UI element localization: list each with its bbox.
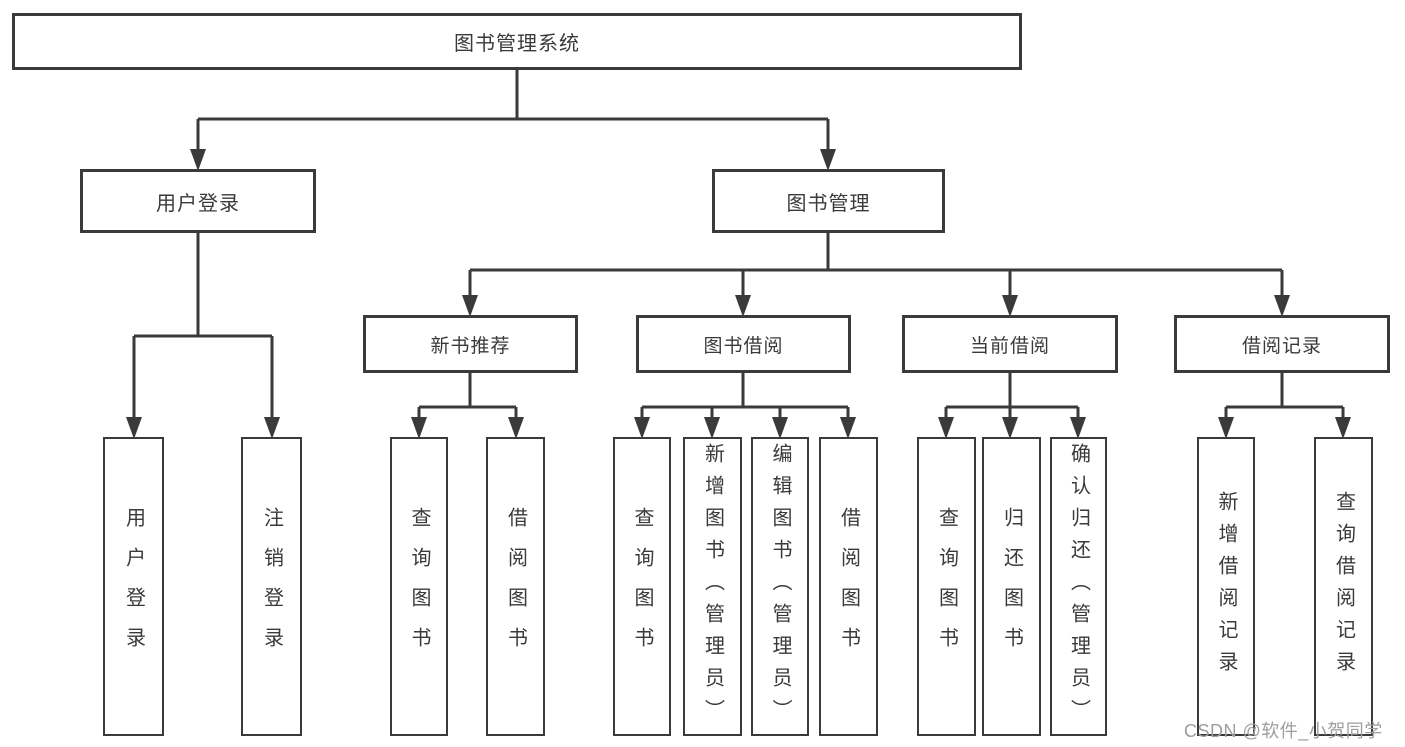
node-label: 图书借阅 (703, 335, 784, 357)
leaf-add-borrow-record: 新增借阅记录 (1197, 437, 1255, 736)
node-label: 借阅图书 (837, 506, 860, 667)
leaf-query-books-current: 查询图书 (917, 437, 976, 736)
leaf-edit-books-admin: 编辑图书（管理员） (751, 437, 809, 736)
watermark: CSDN @软件_小贺同学 (1184, 721, 1383, 741)
node-label: 确认归还（管理员） (1067, 442, 1090, 731)
node-book-borrow: 图书借阅 (636, 315, 851, 373)
leaf-confirm-return-admin: 确认归还（管理员） (1050, 437, 1107, 736)
node-current-borrow: 当前借阅 (902, 315, 1118, 373)
node-label: 编辑图书（管理员） (769, 442, 791, 731)
node-user-login: 用户登录 (80, 169, 316, 233)
leaf-borrow-books: 借阅图书 (819, 437, 878, 736)
node-label: 新书推荐 (430, 335, 511, 357)
node-label: 新增图书（管理员） (701, 442, 724, 731)
leaf-borrow-books-recommend: 借阅图书 (486, 437, 545, 736)
node-label: 当前借阅 (969, 335, 1050, 357)
leaf-query-books-borrow: 查询图书 (613, 437, 671, 736)
node-book-management: 图书管理 (712, 169, 945, 233)
node-label: 查询图书 (408, 506, 430, 667)
leaf-return-books: 归还图书 (982, 437, 1041, 736)
node-label: 归还图书 (1000, 506, 1023, 667)
node-label: 用户登录 (156, 192, 240, 215)
node-label: 查询图书 (631, 506, 653, 667)
node-new-book-recommend: 新书推荐 (363, 315, 578, 373)
node-root-library-system: 图书管理系统 (12, 13, 1022, 70)
leaf-user-login: 用户登录 (103, 437, 164, 736)
leaf-logout: 注销登录 (241, 437, 302, 736)
node-borrow-records: 借阅记录 (1174, 315, 1390, 373)
node-label: 图书管理 (786, 192, 871, 215)
node-label: 新增借阅记录 (1215, 490, 1237, 683)
node-label: 图书管理系统 (454, 33, 580, 55)
node-label: 查询借阅记录 (1332, 490, 1355, 683)
leaf-query-books-recommend: 查询图书 (390, 437, 448, 736)
node-label: 用户登录 (122, 506, 145, 667)
node-label: 借阅记录 (1241, 335, 1322, 357)
node-label: 查询图书 (935, 506, 958, 667)
node-label: 注销登录 (260, 506, 283, 667)
node-label: 借阅图书 (504, 506, 527, 667)
leaf-add-books-admin: 新增图书（管理员） (683, 437, 742, 736)
leaf-query-borrow-record: 查询借阅记录 (1314, 437, 1373, 736)
